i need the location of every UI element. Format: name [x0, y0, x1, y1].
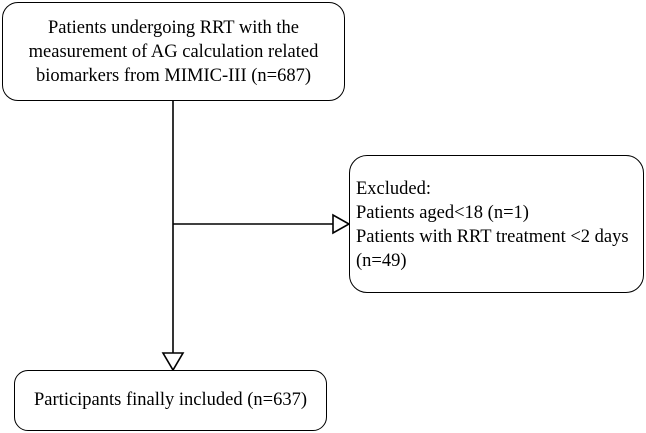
source-text-line-1: Patients undergoing RRT with the [47, 17, 300, 38]
source-text-line-3: biomarkers from MIMIC-III (n=687) [35, 65, 312, 86]
exclusion-criterion-age: Patients aged<18 (n=1) [356, 203, 529, 223]
exclusion-box: Excluded: Patients aged<18 (n=1) Patient… [349, 155, 644, 293]
included-participants-box: Participants finally included (n=637) [14, 370, 327, 431]
exclusion-criterion-rrt-duration: Patients with RRT treatment <2 days [356, 227, 629, 247]
source-population-box: Patients undergoing RRT with the measure… [2, 2, 345, 101]
source-text-line-2: measurement of AG calculation related [28, 41, 319, 62]
exclusion-criterion-rrt-count: (n=49) [356, 251, 407, 271]
exclusion-heading: Excluded: [356, 179, 432, 199]
arrowhead-to-included [161, 352, 185, 372]
included-label: Participants finally included (n=637) [34, 390, 307, 410]
arrowhead-to-excluded [332, 213, 351, 235]
